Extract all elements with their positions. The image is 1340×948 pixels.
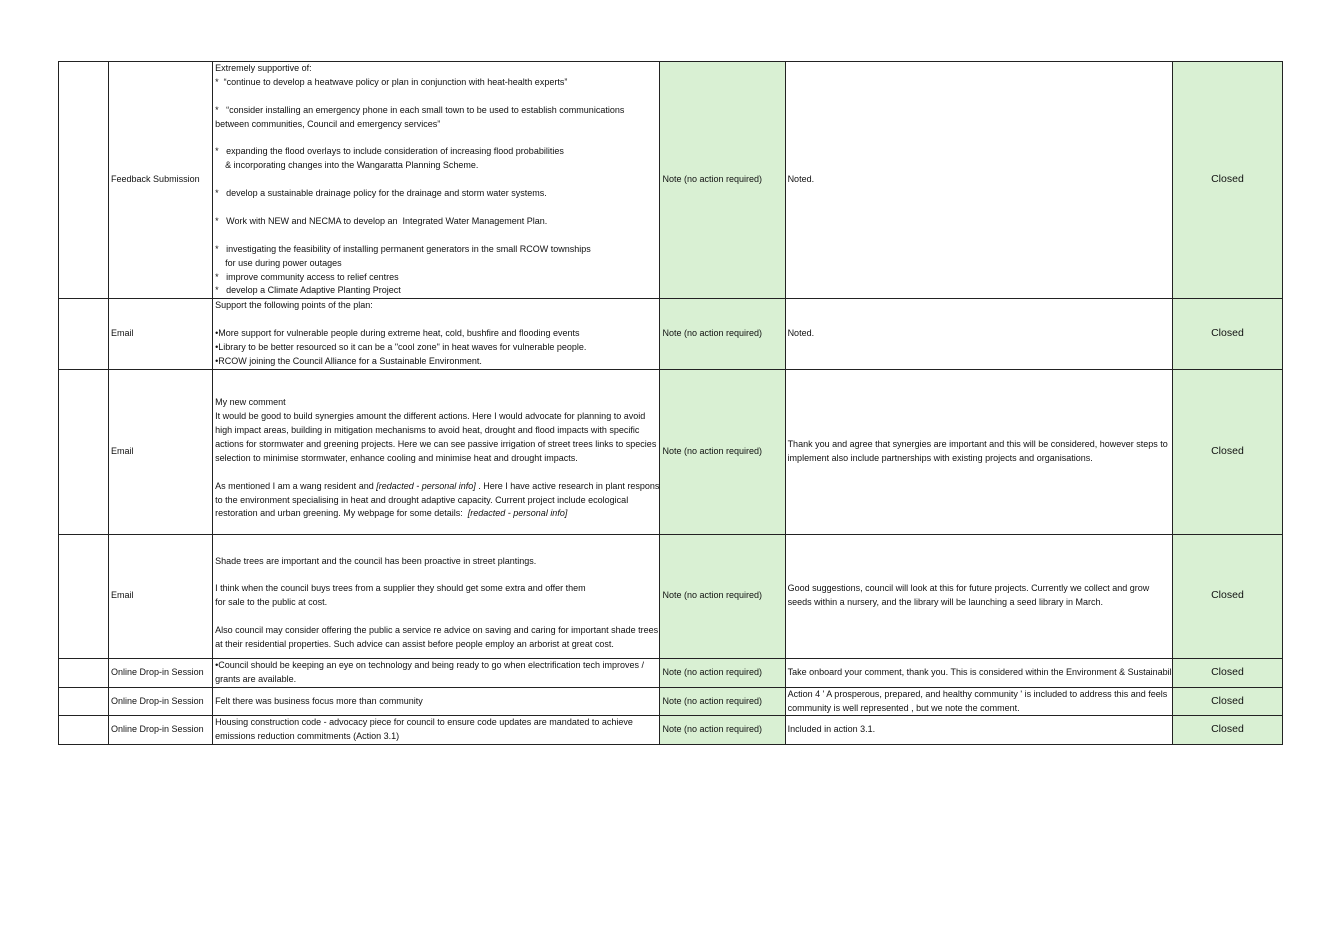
feedback-table: Feedback Submission Extremely supportive…: [57, 60, 1284, 746]
redaction-label: [redacted - personal info]: [467, 508, 568, 519]
status-cell: Closed: [1171, 715, 1284, 746]
source-cell: Email: [108, 298, 214, 370]
source-cell: Email: [108, 368, 214, 535]
comment-cell: Felt there was business focus more than …: [212, 686, 661, 717]
action-cell: Note (no action required): [659, 657, 786, 688]
id-cell: [57, 686, 110, 717]
comment-cell: Housing construction code - advocacy pie…: [212, 715, 661, 746]
comment-cell: Extremely supportive of: * “continue to …: [212, 60, 661, 300]
action-cell: Note (no action required): [659, 298, 786, 370]
action-cell: Note (no action required): [659, 686, 786, 717]
id-cell: [57, 298, 110, 370]
response-cell: Thank you and agree that synergies are i…: [784, 368, 1173, 535]
status-cell: Closed: [1171, 60, 1284, 300]
comment-cell: My new comment It would be good to build…: [212, 368, 661, 535]
response-cell: Action 4 ' A prosperous, prepared, and h…: [784, 686, 1173, 717]
comment-line-with-redaction: As mentioned I am a wang resident and [r…: [215, 480, 660, 491]
source-cell: Online Drop-in Session: [108, 715, 214, 746]
table-row: Online Drop-in Session •Council should b…: [57, 657, 1284, 688]
redaction-label: [redacted - personal info]: [376, 480, 476, 491]
comment-cell: Support the following points of the plan…: [212, 298, 661, 370]
response-cell: Good suggestions, council will look at t…: [784, 533, 1173, 659]
source-cell: Feedback Submission: [108, 60, 214, 300]
status-cell: Closed: [1171, 368, 1284, 535]
table-row: Feedback Submission Extremely supportive…: [57, 60, 1284, 300]
response-cell: Take onboard your comment, thank you. Th…: [784, 657, 1173, 688]
id-cell: [57, 657, 110, 688]
id-cell: [57, 715, 110, 746]
action-cell: Note (no action required): [659, 715, 786, 746]
comment-cell: Shade trees are important and the counci…: [212, 533, 661, 659]
comment-cell: •Council should be keeping an eye on tec…: [212, 657, 661, 688]
status-cell: Closed: [1171, 686, 1284, 717]
table-row: Email My new comment It would be good to…: [57, 368, 1284, 535]
table-row: Email Support the following points of th…: [57, 298, 1284, 370]
source-cell: Email: [108, 533, 214, 659]
status-cell: Closed: [1171, 657, 1284, 688]
id-cell: [57, 368, 110, 535]
action-cell: Note (no action required): [659, 533, 786, 659]
id-cell: [57, 533, 110, 659]
source-cell: Online Drop-in Session: [108, 686, 214, 717]
source-cell: Online Drop-in Session: [108, 657, 214, 688]
table-row: Online Drop-in Session Housing construct…: [57, 715, 1284, 746]
response-cell: Noted.: [784, 298, 1173, 370]
response-cell: Noted.: [784, 60, 1173, 300]
table-row: Email Shade trees are important and the …: [57, 533, 1284, 659]
comment-line-with-redaction: restoration and urban greening. My webpa…: [215, 508, 568, 519]
response-cell: Included in action 3.1.: [784, 715, 1173, 746]
action-cell: Note (no action required): [659, 60, 786, 300]
action-cell: Note (no action required): [659, 368, 786, 535]
id-cell: [57, 60, 110, 300]
status-cell: Closed: [1171, 298, 1284, 370]
table-row: Online Drop-in Session Felt there was bu…: [57, 686, 1284, 717]
status-cell: Closed: [1171, 533, 1284, 659]
